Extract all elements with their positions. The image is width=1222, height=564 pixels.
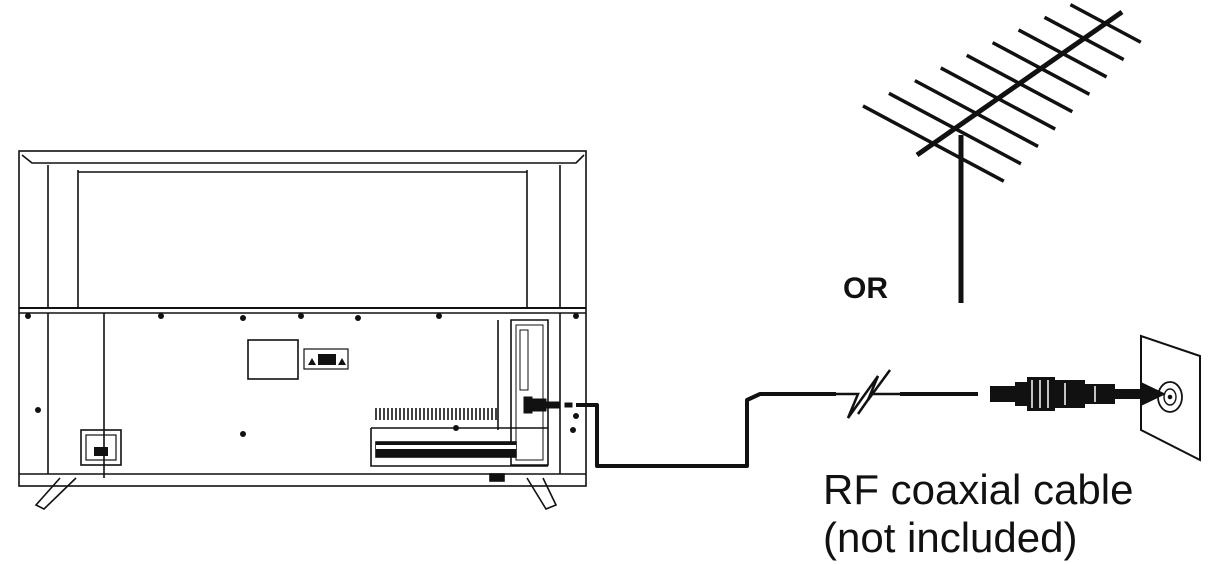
antenna-element [888, 91, 1022, 166]
screw [25, 313, 31, 319]
cable-label: RF coaxial cable (not included) [823, 466, 1133, 562]
cable-break-symbol [836, 369, 900, 419]
screw [240, 431, 246, 437]
screws [25, 313, 579, 437]
cable-label-line1: RF coaxial cable [823, 466, 1134, 513]
antenna-element [1069, 3, 1142, 44]
antenna-element [939, 66, 1056, 131]
rf-coaxial-cable [576, 392, 978, 468]
cable-label-line2: (not included) [823, 514, 1078, 561]
antenna-element [1043, 15, 1125, 62]
antenna-element [965, 53, 1074, 114]
screw [35, 407, 41, 413]
screw [570, 427, 576, 433]
screw [453, 425, 459, 431]
screw [240, 315, 246, 321]
tv-back-panel [18, 150, 587, 510]
antenna-elements [862, 3, 1142, 183]
antenna-element [914, 79, 1039, 148]
antenna-element [1017, 28, 1108, 79]
or-label: OR [843, 272, 888, 305]
antenna-element [991, 41, 1091, 96]
screw [355, 315, 361, 321]
coax-connector [990, 377, 1166, 411]
rf-plug [523, 396, 573, 414]
warning-label [308, 354, 346, 365]
antenna-element [862, 104, 1005, 183]
screw [436, 313, 442, 319]
screw [573, 413, 579, 419]
vent-grille [375, 408, 497, 420]
screw [298, 313, 304, 319]
screw [573, 313, 579, 319]
wall-outlet [1140, 334, 1201, 462]
screw [158, 313, 164, 319]
